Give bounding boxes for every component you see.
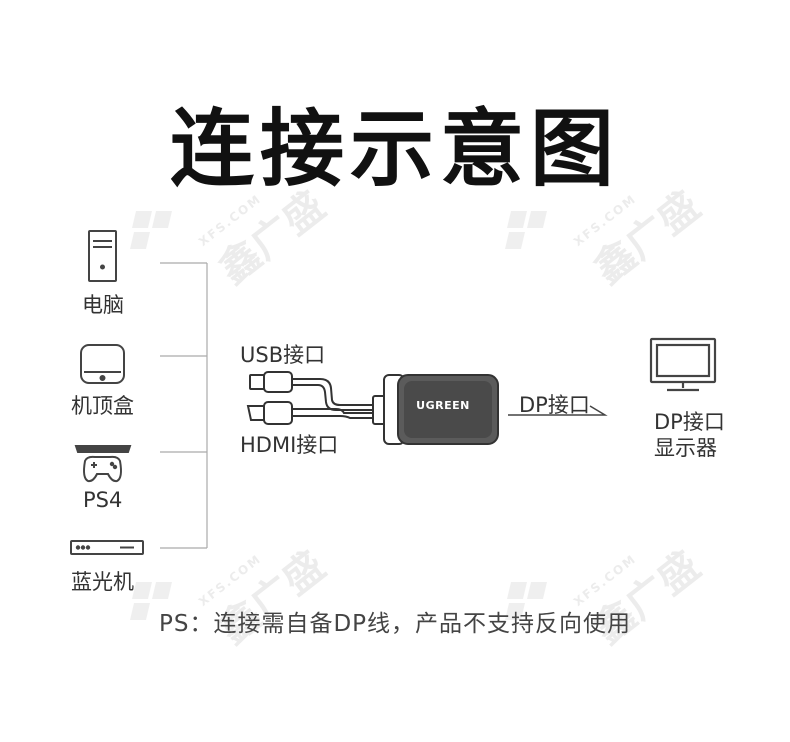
hdmi-plug-icon xyxy=(246,401,293,425)
usb-plug-icon xyxy=(249,371,293,393)
monitor-icon xyxy=(649,337,717,392)
set-top-box-icon xyxy=(80,344,125,384)
usage-note: PS：连接需自备DP线，产品不支持反向使用 xyxy=(158,611,632,637)
blu-ray-player-icon xyxy=(70,540,144,555)
source-label-blu-ray: 蓝光机 xyxy=(71,570,134,594)
hdmi-port-label: HDMI接口 xyxy=(240,433,339,457)
page-title: 连接示意图 xyxy=(169,100,620,198)
brand-logo: UGREEN xyxy=(416,399,470,412)
game-console-icon xyxy=(74,445,132,483)
source-bracket xyxy=(160,262,208,549)
target-label-line1: DP接口 xyxy=(654,410,725,434)
source-label-pc: 电脑 xyxy=(82,293,124,317)
watermark-tiles xyxy=(130,211,547,620)
adapter-cables xyxy=(292,378,376,419)
adapter-body xyxy=(372,374,499,445)
desktop-pc-icon xyxy=(88,230,117,282)
source-label-set-top-box: 机顶盒 xyxy=(71,394,134,418)
dp-port-label: DP接口 xyxy=(519,393,590,417)
dp-arrow xyxy=(508,405,608,416)
usb-port-label: USB接口 xyxy=(240,343,326,367)
target-label-line2: 显示器 xyxy=(654,436,717,460)
source-label-ps4: PS4 xyxy=(83,488,123,512)
